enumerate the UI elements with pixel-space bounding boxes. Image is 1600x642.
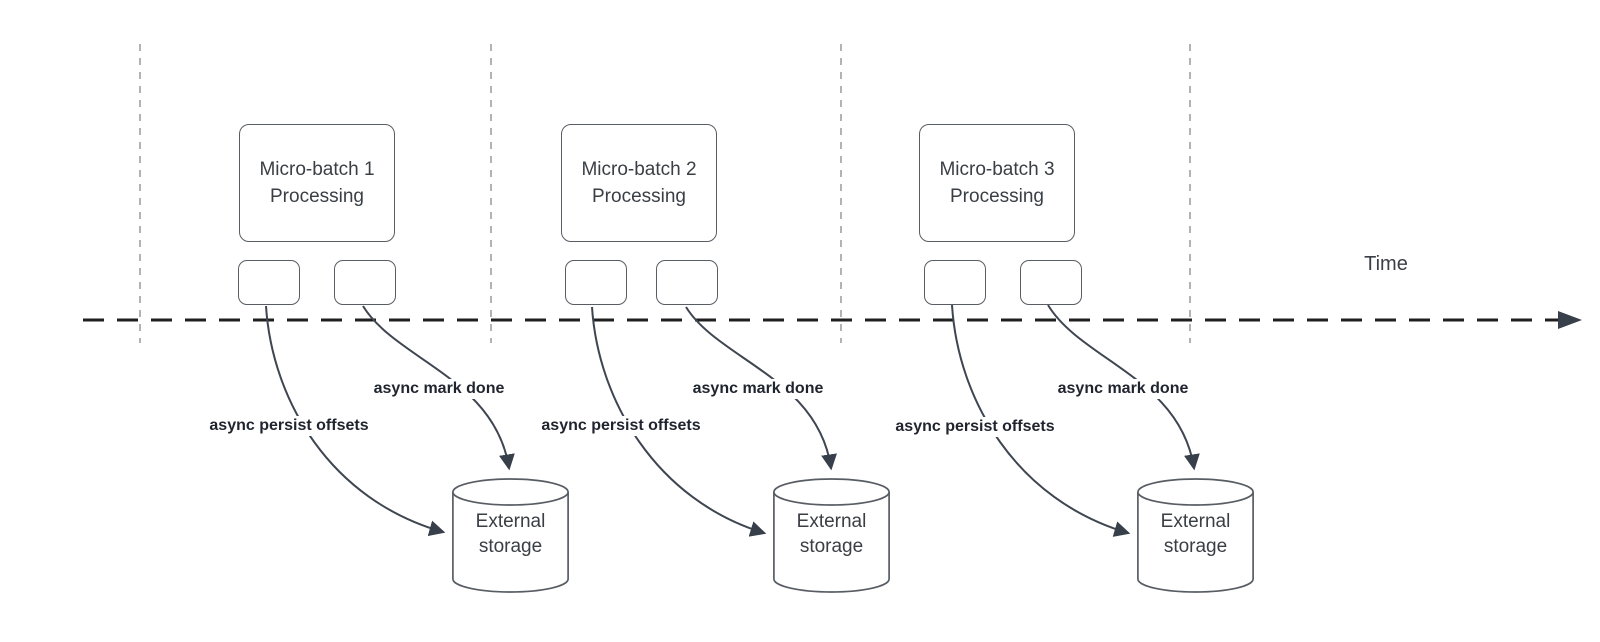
mark-done-task-box-3 [1020,260,1082,305]
cylinder-shape-icon [1137,478,1254,593]
persist-offsets-task-box-3 [924,260,986,305]
external-storage-cylinder-2: External storage [773,478,890,593]
storage-label-line2: storage [799,536,864,557]
micro-batch-2-title: Micro-batch 2 [581,159,697,180]
micro-batch-3-box: Micro-batch 3 Processing [919,124,1075,242]
external-storage-cylinder-1: External storage [452,478,569,593]
cylinder-shape-icon [773,478,890,593]
persist-offsets-task-box-1 [238,260,300,305]
persist-offsets-label-3: async persist offsets [891,417,1059,437]
mark-done-label-1: async mark done [369,379,509,399]
storage-label-line1: External [796,511,867,532]
micro-batch-1-title: Micro-batch 1 [259,159,375,180]
micro-batch-1-box: Micro-batch 1 Processing [239,124,395,242]
micro-batch-3-subtitle: Processing [950,186,1044,207]
persist-offsets-label-2: async persist offsets [537,416,705,436]
micro-batch-3-title: Micro-batch 3 [939,159,1055,180]
persist-offsets-arrow-3 [951,304,1131,537]
storage-label-line2: storage [1163,536,1228,557]
time-axis-arrowhead-icon [1558,311,1582,329]
mark-done-task-box-2 [656,260,718,305]
storage-label-line2: storage [478,536,543,557]
persist-offsets-label-1: async persist offsets [205,416,373,436]
micro-batch-1-subtitle: Processing [270,186,364,207]
storage-label-line1: External [475,511,546,532]
persist-offsets-arrow-1 [265,305,446,536]
persist-offsets-task-box-2 [565,260,627,305]
mark-done-arrow-1 [362,305,515,471]
mark-done-task-box-1 [334,260,396,305]
storage-label-line1: External [1160,511,1231,532]
mark-done-label-2: async mark done [688,379,828,399]
persist-offsets-arrow-2 [591,306,767,537]
micro-batch-2-box: Micro-batch 2 Processing [561,124,717,242]
time-axis-label: Time [1364,253,1408,275]
external-storage-cylinder-3: External storage [1137,478,1254,593]
mark-done-label-3: async mark done [1053,379,1193,399]
micro-batch-2-subtitle: Processing [592,186,686,207]
cylinder-shape-icon [452,478,569,593]
mark-done-arrow-2 [685,306,837,471]
mark-done-arrow-3 [1047,304,1200,471]
